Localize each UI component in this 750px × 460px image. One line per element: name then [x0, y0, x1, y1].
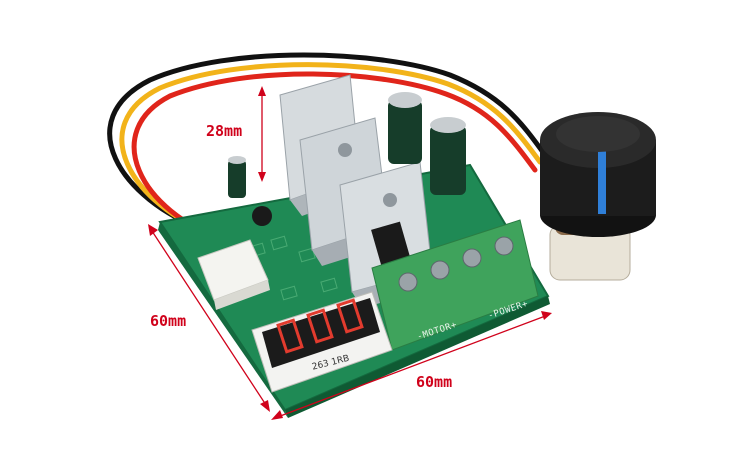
width-dimension-label: 60mm	[416, 373, 453, 391]
dimension-lines	[148, 86, 552, 420]
wire-bundle	[107, 52, 548, 243]
screw-terminal-block	[371, 219, 539, 351]
control-knob	[540, 112, 656, 237]
wire-connector	[197, 239, 270, 310]
depth-dimension-label: 60mm	[150, 312, 187, 330]
heatsink-group	[279, 74, 442, 308]
height-dimension-label: 28mm	[206, 122, 243, 140]
electrolytic-capacitors	[228, 92, 466, 198]
seven-segment-display	[251, 291, 393, 393]
inductor	[252, 206, 272, 226]
knob-indicator-stripe	[598, 150, 606, 214]
